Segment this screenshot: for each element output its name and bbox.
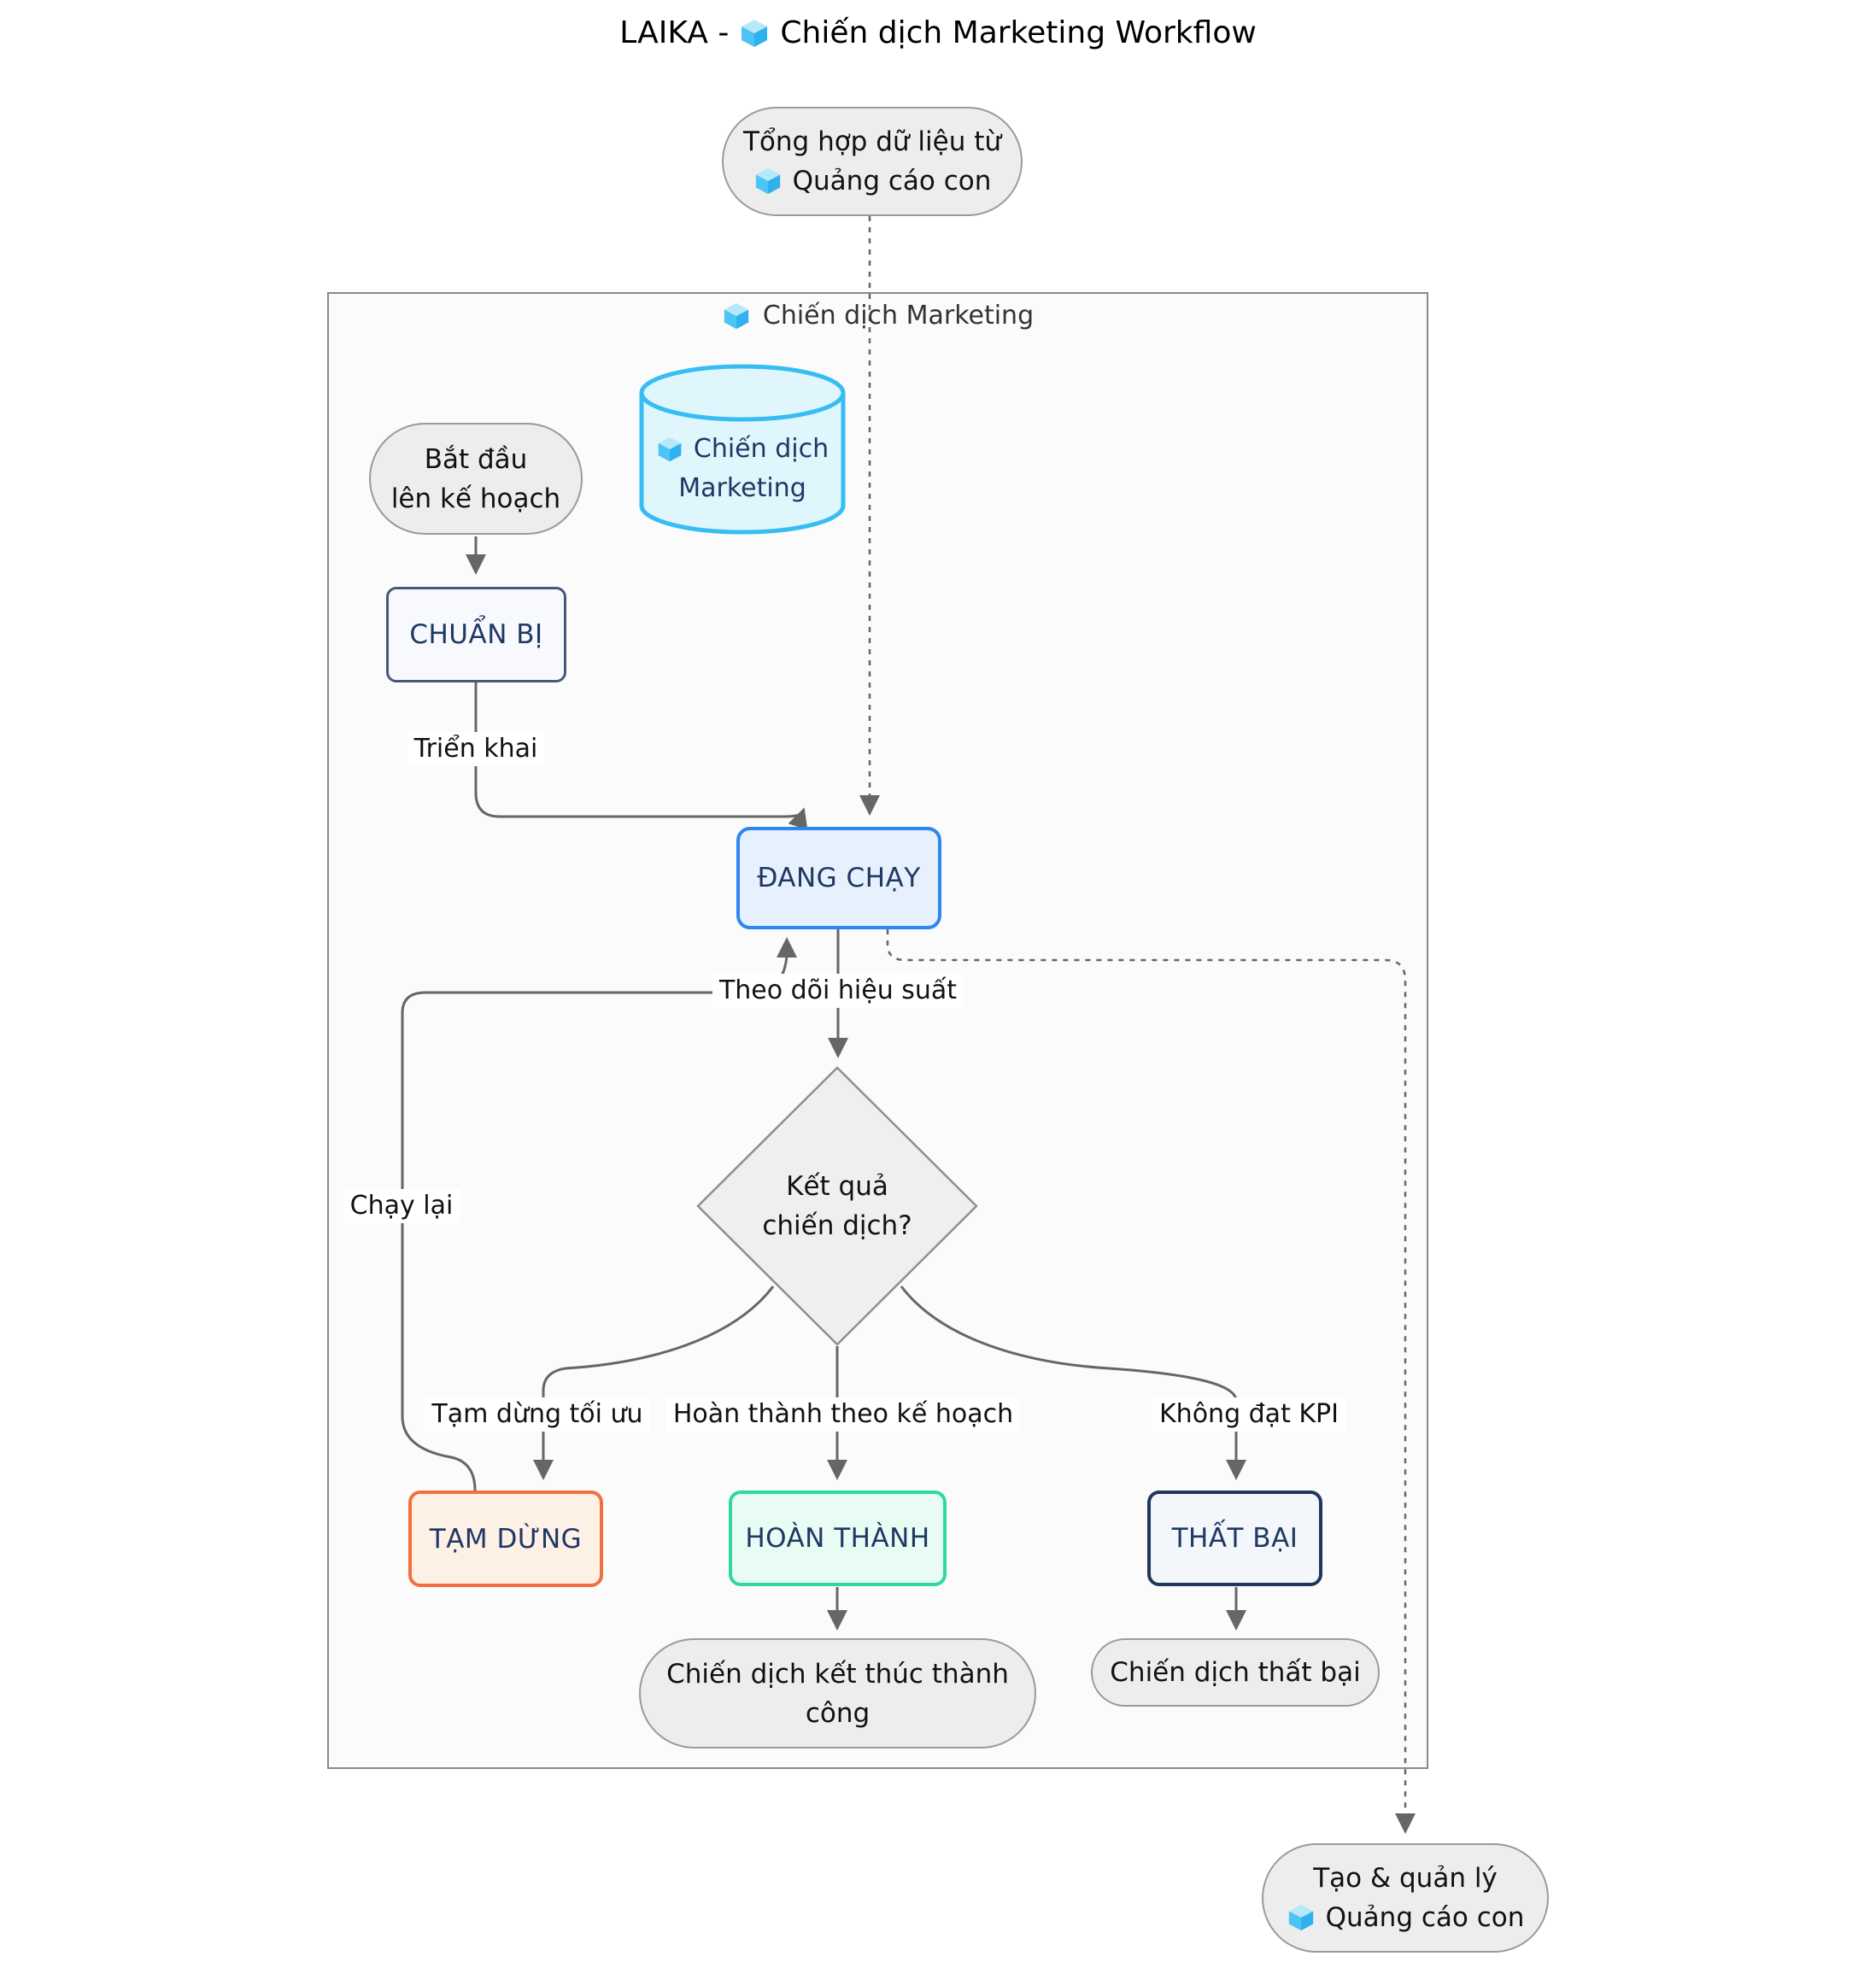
diagram-title: LAIKA - Chiến dịch Marketing Workflow: [0, 15, 1876, 50]
node-db-line1: Chiến dịch: [693, 434, 830, 464]
subgraph-label: Chiến dịch Marketing: [327, 301, 1428, 331]
edge-prepare-running: [474, 682, 808, 830]
node-aggregate-data: Tổng hợp dữ liệu từ Quảng cáo con: [722, 107, 1023, 216]
cube-icon: [742, 19, 768, 47]
node-decision-campaign-result: Kết quả chiến dịch?: [696, 1066, 978, 1346]
node-success-line2: công: [805, 1697, 871, 1729]
node-running-label: ĐANG CHẠY: [757, 863, 921, 893]
node-decision-line2: chiến dịch?: [762, 1210, 912, 1241]
edge-label-pause: Tạm dừng tối ưu: [425, 1397, 650, 1432]
node-aggregate-line1: Tổng hợp dữ liệu từ: [742, 126, 1001, 157]
node-status-that-bai: THẤT BẠI: [1147, 1491, 1322, 1586]
cube-icon: [755, 167, 780, 195]
cube-icon: [658, 436, 682, 462]
node-status-chuan-bi: CHUẨN BỊ: [386, 587, 566, 682]
cube-icon: [1288, 1904, 1313, 1931]
node-success-line1: Chiến dịch kết thúc thành: [666, 1658, 1009, 1690]
cylinder-shape: [639, 364, 846, 535]
edge-label-fail: Không đạt KPI: [1152, 1397, 1345, 1432]
edge-running-manage: [886, 929, 1416, 1834]
node-manage-line1: Tạo & quản lý: [1313, 1863, 1498, 1894]
edge-label-monitor: Theo dõi hiệu suất: [712, 974, 964, 1008]
node-failend-label: Chiến dịch thất bại: [1110, 1657, 1361, 1688]
node-status-hoan-thanh: HOÀN THÀNH: [729, 1491, 947, 1586]
node-paused-label: TẠM DỪNG: [429, 1523, 583, 1555]
node-status-tam-dung: TẠM DỪNG: [408, 1491, 603, 1587]
edge-decision-paused: [533, 1286, 775, 1480]
node-end-success: Chiến dịch kết thúc thành công: [639, 1638, 1036, 1748]
edge-decision-failed: [900, 1286, 1246, 1480]
cube-icon: [724, 302, 749, 329]
edge-label-deploy: Triển khai: [407, 732, 545, 766]
node-start-line1: Bắt đầu: [424, 443, 528, 475]
node-db-line2: Marketing: [678, 473, 806, 503]
node-completed-label: HOÀN THÀNH: [745, 1523, 930, 1554]
node-database-campaign: Chiến dịch Marketing: [637, 362, 847, 536]
node-manage-sub-ads: Tạo & quản lý Quảng cáo con: [1262, 1843, 1549, 1953]
node-manage-line2: Quảng cáo con: [1325, 1902, 1525, 1933]
node-status-dang-chay: ĐANG CHẠY: [736, 827, 941, 929]
diagram-title-prefix: LAIKA -: [619, 15, 730, 50]
subgraph-label-text: Chiến dịch Marketing: [762, 301, 1035, 331]
node-failed-label: THẤT BẠI: [1171, 1523, 1299, 1554]
diamond-shape: [696, 1066, 978, 1346]
edge-label-rerun: Chạy lại: [343, 1189, 460, 1223]
node-prepare-label: CHUẨN BỊ: [409, 619, 543, 650]
edge-label-complete: Hoàn thành theo kế hoạch: [665, 1397, 1021, 1432]
diagram-title-suffix: Chiến dịch Marketing Workflow: [780, 15, 1257, 50]
node-start-planning: Bắt đầu lên kế hoạch: [369, 423, 583, 535]
node-end-failure: Chiến dịch thất bại: [1091, 1638, 1380, 1707]
node-aggregate-line2: Quảng cáo con: [792, 166, 992, 196]
node-start-line2: lên kế hoạch: [390, 483, 561, 514]
node-decision-line1: Kết quả: [786, 1171, 888, 1202]
